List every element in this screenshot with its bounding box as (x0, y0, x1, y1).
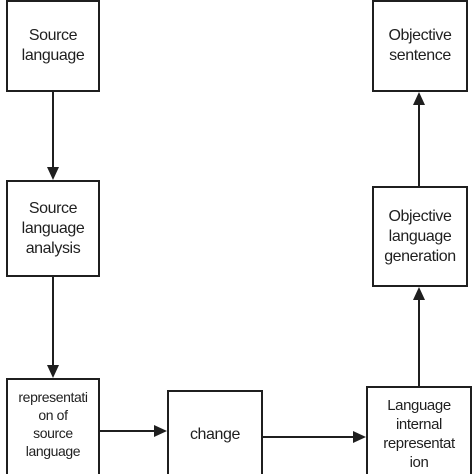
node-representation-of-source-language: representati on of source language (6, 378, 100, 474)
arrow-change-to-internal-representation (263, 431, 366, 443)
node-source-language-analysis: Source language analysis (6, 180, 100, 277)
node-label: Language internal representat ion (383, 397, 455, 471)
node-label: change (189, 426, 241, 443)
arrow-generation-to-objective-sentence (413, 92, 425, 186)
node-source-language: Source language (6, 0, 100, 92)
node-objective-language-generation: Objective language generation (372, 186, 468, 287)
node-label: Source language (21, 27, 85, 64)
node-language-internal-representation: Language internal representat ion (366, 386, 472, 474)
node-label: representati on of source language (18, 389, 88, 459)
arrow-source-language-to-analysis (47, 92, 59, 180)
node-label: Objective sentence (388, 27, 452, 64)
arrow-internal-representation-to-generation (413, 287, 425, 386)
node-objective-sentence: Objective sentence (372, 0, 468, 92)
node-change: change (167, 390, 263, 474)
arrow-representation-to-change (100, 425, 167, 437)
node-label: Source language analysis (21, 199, 85, 257)
arrow-analysis-to-representation (47, 277, 59, 378)
node-label: Objective language generation (384, 207, 456, 265)
